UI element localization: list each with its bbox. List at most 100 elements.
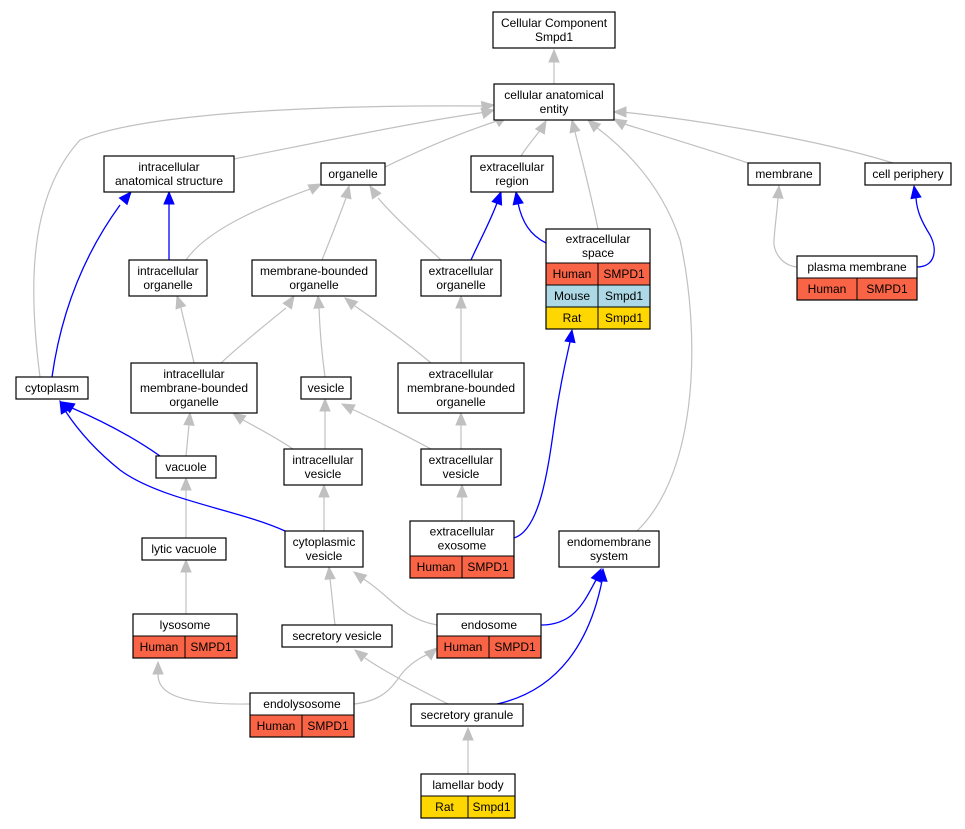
edge-cytoplasm-to-ias: [51, 191, 132, 378]
node-outline: [436, 613, 542, 659]
node-lytic[interactable]: lytic vacuole: [141, 537, 227, 561]
edge-line: [540, 579, 597, 626]
edge-endolys-to-endosome: [353, 647, 438, 705]
edge-line: [180, 307, 195, 364]
arrowhead: [319, 397, 331, 412]
node-label: organelle: [143, 278, 193, 292]
node-box: [409, 520, 515, 557]
edge-line: [470, 202, 498, 261]
node-label: Cellular Component: [501, 16, 608, 30]
edges: [33, 48, 935, 774]
edge-ecspace-to-ecr: [512, 190, 547, 244]
edge-mbo-to-organelle: [321, 184, 352, 261]
node-cellper[interactable]: cell periphery: [864, 162, 952, 186]
edge-lysosome-to-lytic: [180, 558, 192, 614]
arrowhead: [587, 119, 602, 133]
arrowhead: [512, 190, 524, 206]
edge-cae-to-root: [548, 48, 560, 84]
gene-label: SMPD1: [467, 560, 509, 574]
edge-line: [517, 202, 547, 244]
node-label: membrane-bounded: [407, 381, 515, 395]
node-label: extracellular: [429, 367, 494, 381]
edge-lamellar-to-secgran: [462, 726, 474, 774]
arrowhead: [282, 294, 295, 310]
node-label: extracellular: [480, 160, 545, 174]
node-vesicle[interactable]: vesicle: [300, 376, 352, 400]
edge-line: [185, 424, 190, 457]
arrowhead: [313, 294, 325, 309]
node-outline: [251, 259, 377, 297]
node-label: lysosome: [160, 618, 211, 632]
edge-line: [520, 127, 543, 157]
edge-line: [233, 111, 488, 160]
node-label: endosome: [461, 618, 517, 632]
node-label: vesicle: [308, 381, 345, 395]
arrowhead: [772, 184, 784, 199]
node-membrane[interactable]: membrane: [747, 162, 821, 186]
arrowhead: [569, 118, 581, 134]
node-vacuole[interactable]: vacuole: [155, 455, 217, 479]
node-cytoplasm[interactable]: cytoplasm: [15, 376, 89, 400]
edge-pm-to-membrane: [772, 184, 798, 268]
node-outline: [420, 773, 516, 819]
arrowhead: [183, 411, 195, 426]
node-outline: [155, 455, 217, 479]
node-label: intracellular: [138, 160, 199, 174]
species-label: Rat: [435, 800, 454, 814]
edge-cytoplasm-to-cae: [33, 100, 496, 378]
edge-cytves-to-cytoplasm: [59, 399, 286, 532]
edge-line: [242, 419, 294, 450]
edge-cytves-to-intves: [318, 483, 330, 531]
node-organelle[interactable]: organelle: [320, 162, 386, 186]
node-label: vacuole: [165, 460, 207, 474]
node-secves[interactable]: secretory vesicle: [281, 624, 393, 648]
edge-line: [220, 307, 287, 364]
node-label: vesicle: [306, 549, 343, 563]
edge-ecspace-to-cae: [569, 118, 599, 230]
node-outline: [103, 155, 235, 193]
arrowhead: [152, 660, 164, 675]
species-label: Human: [257, 719, 296, 733]
edge-secves-to-cytves: [324, 565, 336, 626]
node-label: secretory vesicle: [292, 629, 382, 643]
edge-ecves-to-embo: [455, 411, 467, 449]
node-outline: [281, 624, 393, 648]
node-secgran[interactable]: secretory granule: [410, 703, 524, 727]
species-label: Human: [553, 267, 592, 281]
node-outline: [320, 162, 386, 186]
edge-pm-to-cellper: [910, 184, 935, 268]
node-label: endomembrane: [567, 535, 651, 549]
node-label: vesicle: [305, 467, 342, 481]
species-label: Mouse: [554, 289, 590, 303]
gene-label: Smpd1: [605, 289, 643, 303]
edge-line: [51, 204, 121, 378]
edge-endolys-to-lysosome: [152, 660, 251, 705]
edge-line: [595, 126, 693, 532]
node-label: endolysosome: [263, 697, 341, 711]
node-label: lytic vacuole: [151, 542, 217, 556]
gene-label: Smpd1: [605, 311, 643, 325]
node-label: extracellular: [429, 264, 494, 278]
edge-ecves-to-vesicle: [340, 403, 432, 450]
